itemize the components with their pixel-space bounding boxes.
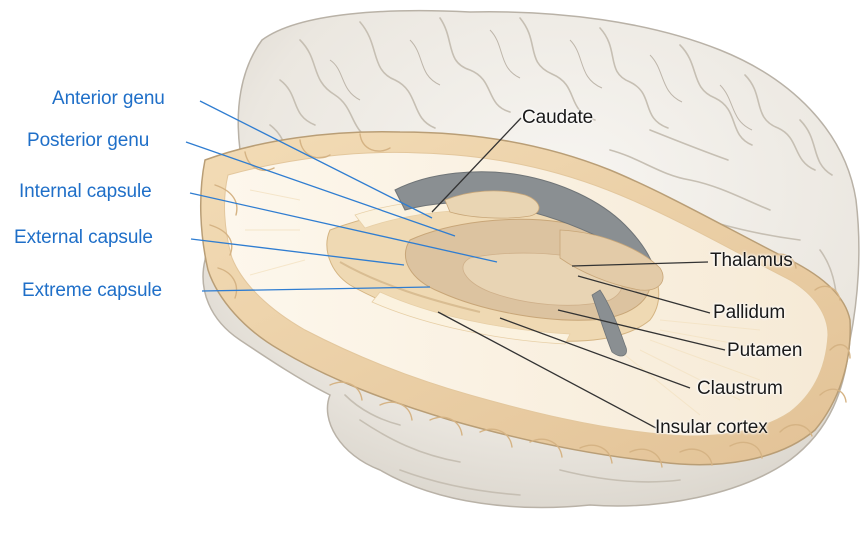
label-thalamus: Thalamus	[710, 250, 793, 272]
label-anterior-genu: Anterior genu	[52, 88, 165, 110]
label-putamen: Putamen	[727, 340, 802, 362]
label-insular-cortex: Insular cortex	[655, 417, 768, 439]
label-external-capsule: External capsule	[14, 227, 153, 249]
label-caudate: Caudate	[522, 107, 593, 129]
label-claustrum: Claustrum	[697, 378, 783, 400]
label-pallidum: Pallidum	[713, 302, 785, 324]
label-internal-capsule: Internal capsule	[19, 181, 152, 203]
label-posterior-genu: Posterior genu	[27, 130, 149, 152]
label-extreme-capsule: Extreme capsule	[22, 280, 162, 302]
